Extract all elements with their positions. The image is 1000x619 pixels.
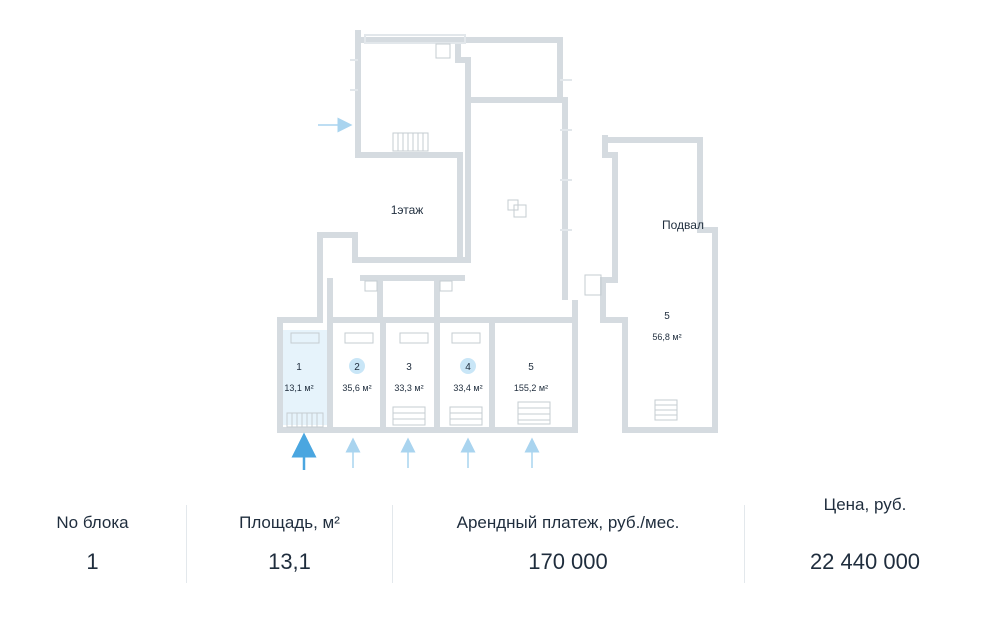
unit-badge [349,358,365,374]
column-divider [392,505,393,583]
block-value: 1 [86,549,99,574]
area-header: Площадь, м² [239,513,340,532]
unit-area: 56,8 м² [652,332,681,342]
block-column: No блока 1 [0,495,185,605]
stairs-icon [286,132,551,428]
price-column: Цена, руб. 22 440 000 [745,495,985,605]
unit-info-table: No блока 1 Площадь, м² 13,1 Арендный пла… [0,495,1000,605]
unit-area: 155,2 м² [514,383,548,393]
unit-number: 4 [465,362,471,373]
unit-4[interactable]: 4 33,4 м² [453,358,483,393]
unit-1[interactable]: 1 13,1 м² [284,362,313,393]
basement-stairs-icon [584,274,678,421]
area-value: 13,1 [268,549,311,574]
floor-label: 1этаж [391,203,424,217]
rent-column: Арендный платеж, руб./мес. 170 000 [393,495,743,605]
unit-area: 33,3 м² [394,383,423,393]
unit-badge [460,358,476,374]
unit-2[interactable]: 2 35,6 м² [342,358,372,393]
fixtures [290,43,527,344]
entrance-arrows [291,117,540,470]
floor-plan: 1этаж Подвал 1 13,1 м² 2 35,6 м² 3 33,3 … [277,30,718,470]
unit-number: 2 [354,362,360,373]
rent-value: 170 000 [528,549,608,574]
unit-area: 13,1 м² [284,383,313,393]
unit-number: 5 [528,362,534,373]
block-header: No блока [56,513,129,532]
area-column: Площадь, м² 13,1 [187,495,392,605]
basement-unit-5[interactable]: 5 56,8 м² [652,311,681,342]
unit-number: 1 [296,362,302,373]
building-thin-walls [350,34,572,231]
rent-header: Арендный платеж, руб./мес. [456,513,680,532]
unit-area: 35,6 м² [342,383,371,393]
unit-5[interactable]: 5 155,2 м² [514,362,548,393]
column-divider [744,505,745,583]
selected-unit-highlight [283,330,327,425]
price-header: Цена, руб. [823,495,907,514]
unit-number: 3 [406,362,412,373]
unit-3[interactable]: 3 33,3 м² [394,362,423,393]
basement-label: Подвал [662,218,704,232]
price-value: 22 440 000 [809,549,921,574]
column-divider [186,505,187,583]
unit-number: 5 [664,311,670,322]
building-walls [277,30,578,433]
unit-area: 33,4 м² [453,383,482,393]
basement-walls [600,135,718,433]
